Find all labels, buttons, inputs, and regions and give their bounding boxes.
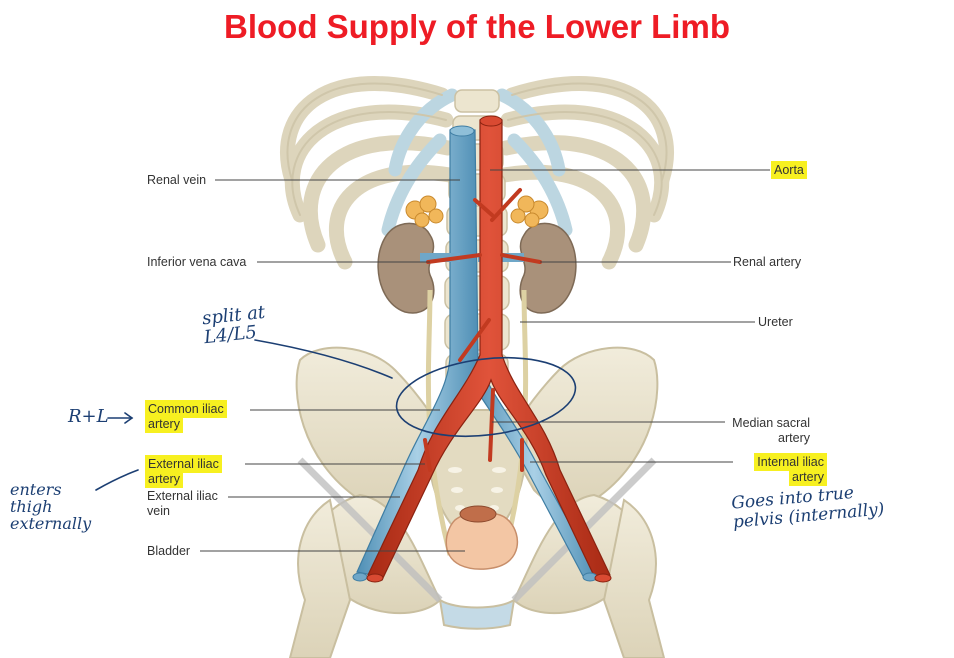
leader-lines (200, 169, 770, 552)
arterial-system (352, 115, 612, 583)
label-external-iliac-vein: External iliac vein (147, 489, 218, 519)
label-external-iliac-artery-line1: External iliac (145, 455, 222, 473)
label-common-iliac-artery-line1: Common iliac (145, 400, 227, 418)
handwritten-split-note: split at L4/L5 (201, 302, 268, 348)
label-internal-iliac-artery-line1: Internal iliac (754, 453, 827, 471)
label-renal-vein: Renal vein (147, 173, 207, 187)
label-external-iliac-vein-line1: External iliac (147, 489, 218, 503)
label-common-iliac-artery-line2: artery (145, 415, 183, 433)
handwritten-r-and-l: R+L (68, 406, 109, 427)
handwritten-enters-thigh-note: enters thigh externally (10, 481, 91, 532)
label-aorta-text: Aorta (771, 161, 807, 179)
handwritten-strokes (95, 339, 577, 491)
slide-title: Blood Supply of the Lower Limb (224, 8, 730, 45)
bladder (445, 505, 519, 570)
kidneys (377, 195, 577, 314)
label-renal-artery: Renal artery (733, 255, 802, 269)
handwritten-enters-thigh-line3: externally (10, 514, 92, 533)
handwritten-enters-thigh-line1: enters (10, 480, 62, 499)
label-median-sacral-artery-line2: artery (778, 431, 810, 445)
label-bladder: Bladder (147, 544, 191, 558)
label-internal-iliac-artery: Internal iliac artery (727, 453, 827, 486)
label-external-iliac-vein-line2: vein (147, 504, 170, 518)
handwritten-enters-thigh-line2: thigh (10, 497, 53, 516)
label-ureter: Ureter (758, 315, 793, 329)
label-common-iliac-artery: Common iliac artery (145, 400, 227, 433)
label-aorta: Aorta (771, 161, 807, 179)
rib-cage (280, 76, 674, 270)
label-external-iliac-artery: External iliac artery (145, 455, 222, 488)
label-internal-iliac-artery-line2: artery (789, 468, 827, 486)
label-median-sacral-artery-line1: Median sacral (732, 416, 810, 430)
label-external-iliac-artery-line2: artery (145, 470, 183, 488)
label-inferior-vena-cava: Inferior vena cava (147, 255, 247, 269)
label-median-sacral-artery: Median sacral artery (710, 416, 810, 446)
